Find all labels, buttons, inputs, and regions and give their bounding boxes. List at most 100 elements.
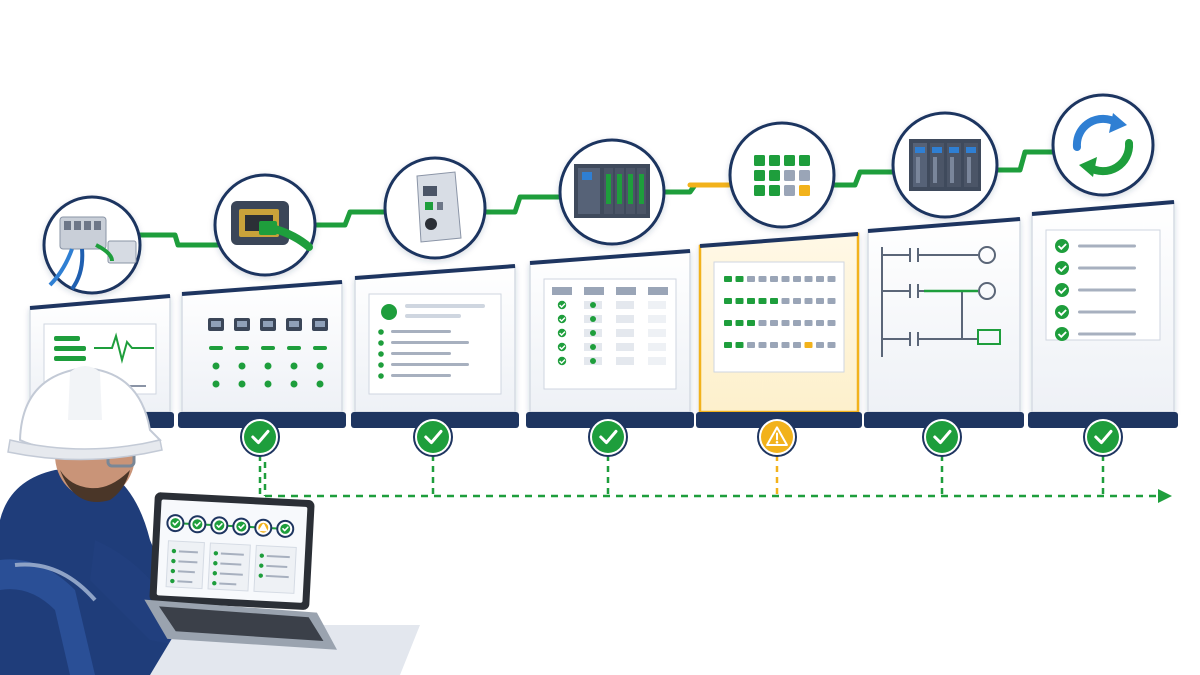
check-mark	[1057, 265, 1067, 273]
check-mark	[282, 526, 289, 532]
stage-board-commissioning-complete[interactable]	[1028, 200, 1178, 428]
check-mark	[1057, 309, 1067, 317]
stage-board-network-port[interactable]	[178, 280, 346, 428]
port-socket	[237, 321, 247, 327]
icon-circle	[728, 121, 836, 229]
stage-board-plc-rack[interactable]	[526, 249, 694, 428]
check-badge-icon	[413, 417, 453, 457]
ladder-logic-screen	[881, 246, 1001, 357]
status-cell	[754, 155, 765, 166]
io-channel-indicator	[747, 320, 755, 326]
board-panel	[867, 218, 1021, 413]
port-status-dot	[264, 362, 272, 370]
io-channel-indicator	[781, 298, 790, 304]
check-mark	[559, 331, 566, 336]
config-bullet	[378, 362, 384, 368]
controller-terminal	[950, 157, 954, 183]
status-grid-icon	[728, 121, 836, 229]
terminal-screw	[94, 221, 101, 230]
module-terminal	[423, 186, 437, 196]
table-cell	[616, 315, 634, 323]
terminal-screw	[64, 221, 71, 230]
board-top-edge	[699, 232, 859, 248]
status-cell	[799, 155, 810, 166]
port-led	[313, 346, 327, 350]
icon-circle	[1051, 93, 1155, 197]
check-mark	[1057, 331, 1067, 339]
io-channel-indicator	[770, 276, 778, 282]
config-bullet	[378, 340, 384, 346]
config-bullet	[378, 329, 384, 335]
io-channel-indicator	[793, 342, 801, 348]
check-badge-icon	[240, 417, 280, 457]
config-line	[391, 341, 469, 344]
check-icon	[1055, 327, 1069, 341]
status-cell	[769, 170, 780, 181]
io-channel-indicator	[735, 342, 744, 348]
laptop-keyboard[interactable]	[158, 606, 325, 642]
io-channel-indicator	[781, 276, 790, 282]
coil-icon	[978, 246, 996, 264]
check-mark	[424, 429, 443, 445]
check-mark	[1057, 243, 1067, 251]
port-socket	[211, 321, 221, 327]
stage-board-controller-rack[interactable]	[864, 217, 1024, 428]
board-top-edge	[1031, 200, 1175, 216]
io-channel-indicator	[804, 298, 813, 304]
config-line	[391, 374, 451, 377]
controller-terminal	[916, 157, 920, 183]
badge-fill	[244, 421, 276, 453]
checklist-line	[1078, 288, 1136, 292]
signal-trace	[94, 332, 154, 364]
badge-fill	[926, 421, 958, 453]
terminal-screw	[84, 221, 91, 230]
io-channel-indicator	[816, 276, 824, 282]
port-status-dot	[290, 362, 298, 370]
blue-wire	[70, 248, 85, 291]
port-led	[287, 346, 301, 350]
checklist-line	[1078, 310, 1136, 314]
terminal-block-icon	[42, 195, 142, 295]
green-cable	[271, 225, 313, 251]
warning-badge-icon	[757, 417, 797, 457]
stage-board-io-status[interactable]	[696, 232, 862, 428]
warning-badge-icon	[254, 518, 273, 537]
io-channel-indicator	[816, 298, 824, 304]
checklist-screen	[1045, 229, 1161, 341]
board-top-edge	[529, 249, 691, 265]
icon-graphic	[48, 216, 137, 291]
status-cell	[784, 170, 795, 181]
table-cell	[648, 301, 666, 309]
check-badge-icon	[188, 515, 207, 534]
io-channel-indicator	[747, 276, 755, 282]
table-cell-status	[590, 358, 596, 364]
io-channel-indicator	[735, 298, 744, 304]
port-grid-screen	[208, 318, 328, 388]
status-cell	[769, 185, 780, 196]
io-channel-indicator	[804, 276, 813, 282]
badge-fill	[592, 421, 624, 453]
io-channel-indicator	[770, 342, 778, 348]
icon-graphic	[416, 171, 462, 243]
io-channel-indicator	[747, 298, 755, 304]
laptop-checklist-panel	[165, 540, 297, 594]
check-mark	[251, 429, 270, 445]
status-cell	[799, 170, 810, 181]
check-icon	[557, 356, 567, 366]
io-channel-indicator	[827, 342, 836, 348]
board-top-edge	[29, 294, 171, 310]
status-cell	[754, 170, 765, 181]
io-channel-indicator	[827, 320, 836, 326]
io-channel-indicator	[793, 298, 801, 304]
port-status-dot	[238, 380, 246, 388]
port-status-dot	[316, 362, 324, 370]
check-icon	[1055, 261, 1069, 275]
warning-dot	[261, 528, 265, 531]
table-cell	[648, 315, 666, 323]
io-channel-indicator	[793, 320, 801, 326]
screen-frame	[713, 261, 845, 373]
io-card-indicator	[628, 174, 633, 204]
check-icon	[1055, 305, 1069, 319]
check-icon	[557, 342, 567, 352]
stage-board-io-module[interactable]	[351, 264, 519, 428]
